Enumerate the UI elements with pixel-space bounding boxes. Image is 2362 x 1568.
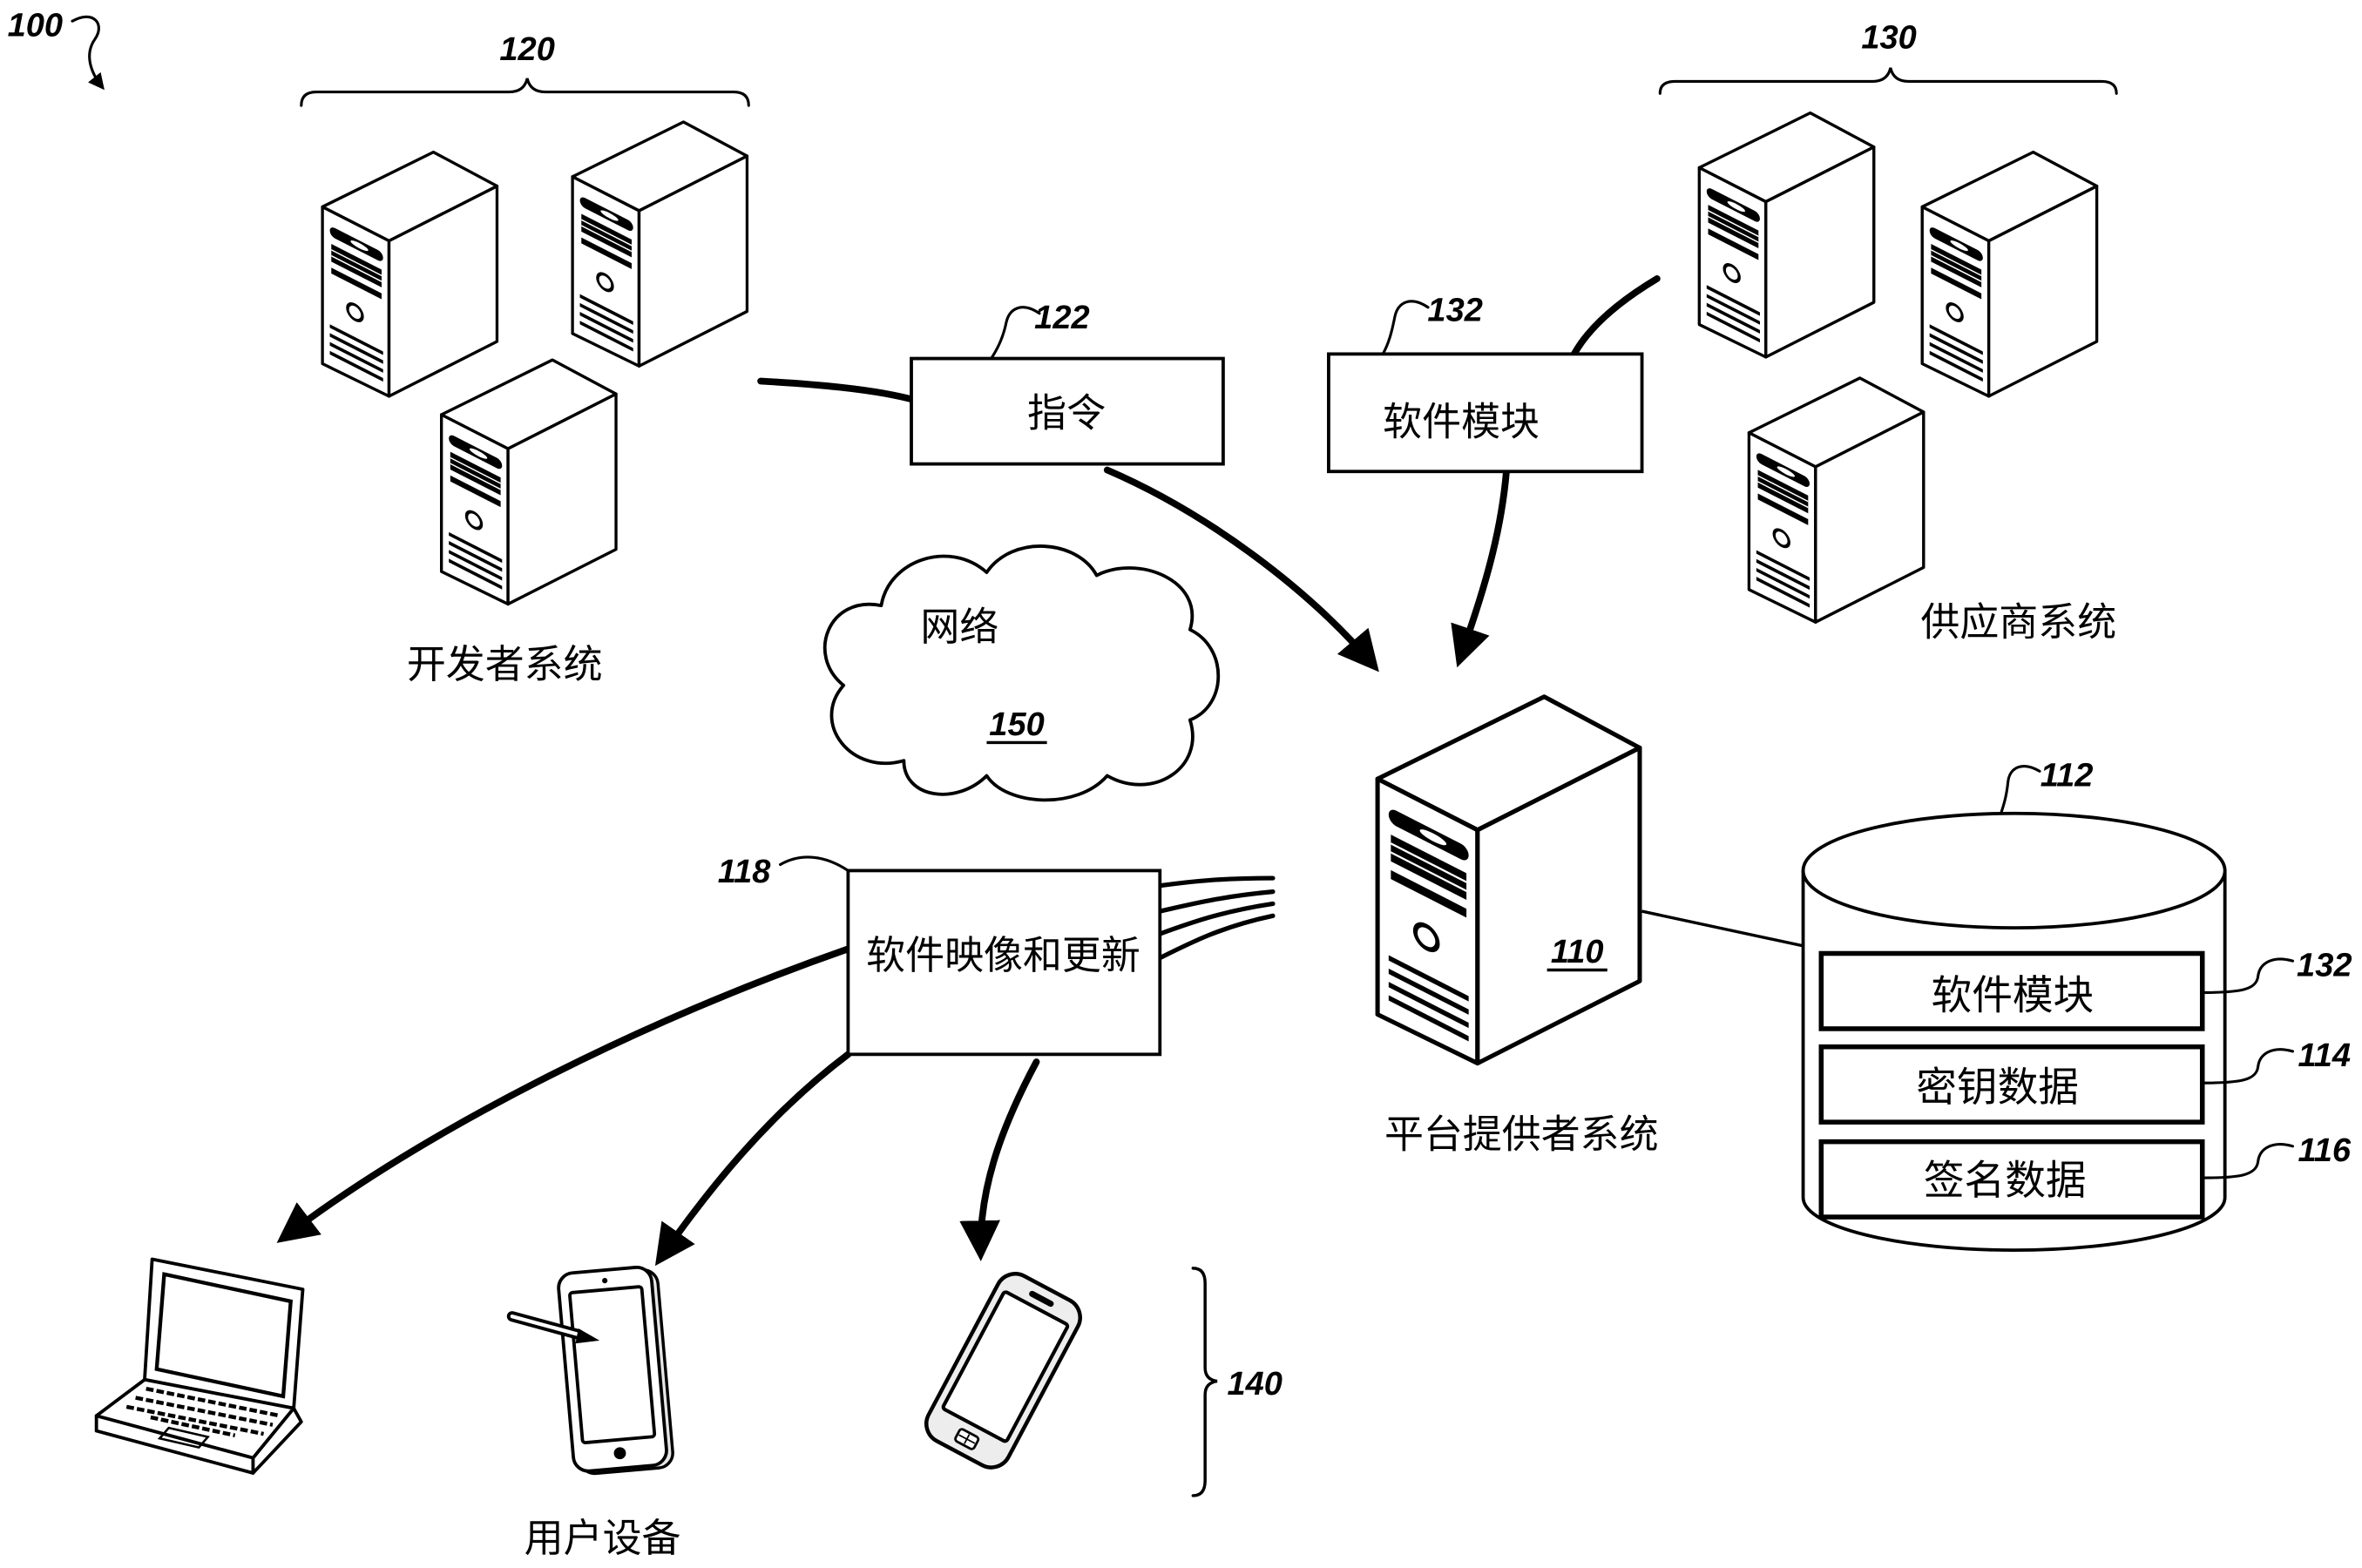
ref-114: 114 bbox=[2298, 1037, 2351, 1074]
platform-provider-system: 110 平台提供者系统 bbox=[1377, 697, 1659, 1158]
laptop-screen bbox=[154, 1272, 293, 1399]
ref-100-leader bbox=[71, 15, 105, 91]
system-reference: 100 bbox=[8, 8, 105, 91]
update-to-tablet-arrow bbox=[654, 1051, 852, 1267]
platform-wire-4 bbox=[1157, 913, 1276, 961]
platform-wire-1 bbox=[1157, 875, 1276, 889]
server-icon bbox=[572, 122, 747, 366]
supplier-to-module-line bbox=[1570, 275, 1661, 358]
ref-120: 120 bbox=[499, 31, 554, 68]
network-cloud: 网络 150 bbox=[822, 544, 1221, 802]
update-to-phone-arrow bbox=[959, 1058, 1040, 1261]
instructions-label: 指令 bbox=[1027, 389, 1106, 436]
user-devices-brace bbox=[1191, 1267, 1218, 1497]
developer-brace bbox=[300, 78, 750, 107]
ref-116: 116 bbox=[2298, 1132, 2351, 1169]
platform-wire-2 bbox=[1157, 889, 1276, 914]
developer-systems: 120 开发者系统 bbox=[300, 31, 750, 687]
user-devices-label: 用户设备 bbox=[525, 1515, 681, 1561]
developer-systems-label: 开发者系统 bbox=[407, 641, 603, 687]
supplier-systems-label: 供应商系统 bbox=[1920, 599, 2116, 645]
ref-112-leader bbox=[1999, 765, 2041, 816]
instructions-rect bbox=[910, 356, 1225, 466]
platform-wire-3 bbox=[1157, 901, 1276, 936]
ref-132-leader bbox=[2201, 957, 2295, 995]
server-icon bbox=[1749, 378, 1923, 622]
cloud-icon bbox=[822, 544, 1221, 802]
laptop-icon bbox=[94, 1257, 305, 1475]
update-to-laptop-arrow bbox=[276, 945, 852, 1243]
ref-132-top-leader bbox=[1381, 300, 1430, 355]
smartphone-icon bbox=[924, 1272, 1082, 1470]
ref-114-leader bbox=[2201, 1048, 2295, 1085]
ref-116-leader bbox=[2201, 1143, 2295, 1179]
supplier-systems: 130 供应商系统 bbox=[1658, 19, 2118, 645]
server-icon bbox=[1922, 152, 2096, 396]
ref-100: 100 bbox=[8, 8, 63, 44]
module-to-platform-arrow bbox=[1451, 468, 1510, 668]
software-module-label: 软件模块 bbox=[1383, 399, 1540, 445]
server-icon bbox=[442, 360, 616, 604]
platform-to-datastore-line bbox=[1641, 909, 1804, 948]
laptop-touchpad bbox=[157, 1426, 210, 1450]
tablet-screen bbox=[568, 1285, 657, 1444]
supplier-brace bbox=[1658, 67, 2118, 95]
images-updates-label: 软件映像和更新 bbox=[866, 932, 1140, 978]
software-module-rect bbox=[1327, 352, 1644, 474]
datastore-item-signature-data bbox=[1818, 1139, 2205, 1220]
laptop-base-side bbox=[251, 1406, 303, 1475]
ref-118-leader bbox=[779, 855, 849, 872]
ref-130: 130 bbox=[1861, 19, 1916, 56]
phone-screen bbox=[941, 1290, 1070, 1443]
server-icon bbox=[1699, 113, 1873, 357]
datastore-item-label: 签名数据 bbox=[1924, 1158, 2087, 1205]
datastore-item-key-data bbox=[1818, 1044, 2205, 1125]
ref-122: 122 bbox=[1034, 300, 1089, 336]
laptop-keyboard bbox=[125, 1386, 281, 1437]
software-module-box: 132 软件模块 bbox=[1327, 292, 1644, 474]
stylus-icon bbox=[506, 1311, 600, 1344]
datastore-item-label: 密钥数据 bbox=[1916, 1064, 2079, 1112]
database-cylinder-top bbox=[1801, 811, 2227, 930]
network-label: 网络 bbox=[920, 604, 998, 650]
instructions-box: 122 指令 bbox=[910, 300, 1225, 466]
server-icon bbox=[322, 152, 497, 396]
tablet-icon bbox=[506, 1265, 674, 1476]
datastore: 112 软件模块 密钥数据 签名数据 132 114 116 bbox=[1801, 758, 2352, 1252]
developer-to-instructions-line bbox=[757, 377, 915, 403]
datastore-item-label: 软件模块 bbox=[1932, 972, 2095, 1019]
tablet-home-button bbox=[613, 1447, 626, 1460]
ref-132-top: 132 bbox=[1427, 292, 1482, 328]
ref-150: 150 bbox=[989, 706, 1044, 743]
connections bbox=[276, 275, 1804, 1267]
ref-140: 140 bbox=[1228, 1366, 1283, 1402]
images-updates-rect bbox=[846, 868, 1162, 1057]
user-devices: 140 用户设备 bbox=[94, 1257, 1283, 1561]
ref-122-leader bbox=[990, 306, 1041, 361]
ref-110: 110 bbox=[1551, 934, 1604, 970]
datastore-item-software-module bbox=[1818, 950, 2205, 1031]
phone-speaker bbox=[1029, 1290, 1054, 1308]
instructions-to-platform-arrow bbox=[1103, 466, 1379, 672]
software-images-updates: 118 软件映像和更新 bbox=[718, 854, 1162, 1057]
tablet-camera bbox=[602, 1278, 608, 1284]
platform-label: 平台提供者系统 bbox=[1384, 1112, 1659, 1158]
ref-132-datastore: 132 bbox=[2297, 947, 2352, 983]
ref-112: 112 bbox=[2041, 758, 2094, 794]
ref-118: 118 bbox=[718, 854, 771, 890]
server-icon bbox=[1377, 697, 1640, 1064]
